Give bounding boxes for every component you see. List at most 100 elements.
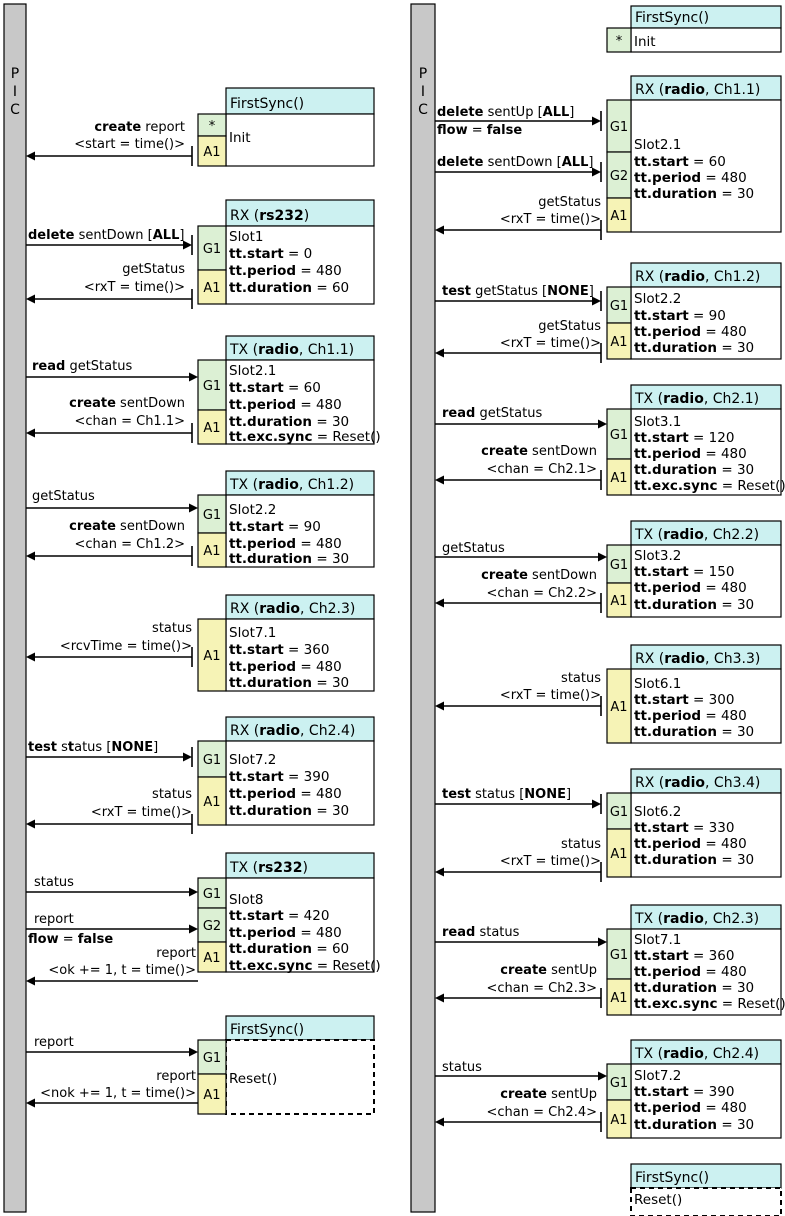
box-line: tt.period = 480 bbox=[634, 170, 747, 186]
arrow-label: read getStatus bbox=[442, 406, 542, 421]
box-line-part: tt.period bbox=[229, 397, 296, 413]
arrow-label-part: read bbox=[442, 406, 475, 421]
box-line: tt.start = 0 bbox=[229, 246, 312, 262]
box-body bbox=[630, 792, 782, 878]
box-line-part: = 480 bbox=[701, 964, 747, 980]
arrow-label-part: <rcvTime = time()> bbox=[60, 639, 192, 654]
box-title-part: , Ch1.2) bbox=[705, 269, 760, 285]
box-line-part: tt.start bbox=[229, 908, 284, 924]
arrow-label-part: t bbox=[68, 740, 74, 755]
arrow-label-part: read bbox=[32, 359, 65, 374]
guard-cell-a1 bbox=[606, 322, 632, 360]
box-line: Init bbox=[634, 34, 656, 50]
box-line-part: tt.exc.sync bbox=[634, 996, 717, 1012]
box-title-part: radio bbox=[663, 1046, 704, 1062]
box-line-part: Init bbox=[634, 34, 656, 50]
message-arrow: status<rcvTime = time()> bbox=[26, 621, 193, 667]
arrow-label-part: s bbox=[57, 740, 68, 755]
arrow-label-part: create bbox=[481, 444, 528, 459]
box-line-part: = 330 bbox=[689, 820, 735, 836]
box-line-part: tt.duration bbox=[634, 724, 717, 740]
box-title-part: rs232 bbox=[259, 208, 303, 224]
box-title-part: FirstSync() bbox=[230, 96, 304, 112]
box-line: tt.duration = 30 bbox=[634, 852, 754, 868]
message-arrow: getStatus bbox=[26, 489, 198, 513]
box-body bbox=[225, 877, 375, 973]
arrow-label-part: = bbox=[59, 932, 78, 947]
box-title: RX (radio, Ch1.1) bbox=[635, 82, 760, 98]
arrow-label: test getStatus [NONE] bbox=[442, 284, 594, 299]
box-line-part: Slot7.1 bbox=[634, 932, 681, 948]
arrow-head bbox=[598, 552, 607, 562]
box-line-part: = 120 bbox=[689, 430, 735, 446]
box-line: tt.period = 480 bbox=[634, 446, 747, 462]
box-title-part: FirstSync() bbox=[230, 1022, 304, 1038]
arrow-label-part: flow bbox=[28, 932, 59, 947]
box-body bbox=[225, 113, 375, 167]
arrow-head bbox=[592, 167, 601, 177]
box-line-part: tt.start bbox=[634, 820, 689, 836]
arrow-label-part: create bbox=[500, 963, 547, 978]
box-title-part: radio bbox=[664, 775, 705, 791]
guard-cell-g1 bbox=[606, 792, 632, 830]
arrow-label: create report bbox=[94, 120, 185, 135]
box-line-part: tt.start bbox=[634, 1084, 689, 1100]
box-line: tt.period = 480 bbox=[229, 659, 342, 675]
guard-cell-label: A1 bbox=[203, 951, 220, 966]
box-line: tt.start = 360 bbox=[634, 948, 734, 964]
box-line-part: Slot6.2 bbox=[634, 804, 681, 820]
box-title-part: RX ( bbox=[635, 775, 664, 791]
box-header bbox=[225, 716, 375, 742]
arrow-label-part: <chan = Ch1.2> bbox=[74, 537, 185, 552]
box-line-part: = 480 bbox=[701, 1100, 747, 1116]
message-arrow: create sentDown<chan = Ch1.2> bbox=[26, 519, 193, 566]
guard-cell-a1 bbox=[606, 978, 632, 1016]
guard-cell-label: * bbox=[209, 119, 216, 134]
box-header bbox=[225, 594, 375, 620]
box-line-part: tt.duration bbox=[229, 675, 312, 691]
box-line: Slot2.1 bbox=[229, 363, 276, 379]
guard-cell-a1 bbox=[606, 197, 632, 233]
arrow-label-part: <start = time()> bbox=[74, 137, 185, 152]
box-line-part: tt.duration bbox=[229, 280, 312, 296]
box-title-part: RX ( bbox=[230, 208, 259, 224]
guard-cell-label: A1 bbox=[610, 700, 627, 715]
box-line-part: = 60 bbox=[689, 154, 726, 170]
arrow-label: <rxT = time()> bbox=[500, 212, 601, 227]
arrow-label: read getStatus bbox=[32, 359, 132, 374]
guard-cell-a1 bbox=[197, 532, 227, 568]
message-arrow: status bbox=[435, 1060, 607, 1081]
message-arrow: create sentUp<chan = Ch2.3> bbox=[435, 963, 602, 1008]
box-title-part: , Ch2.3) bbox=[704, 911, 759, 927]
box-title-part: RX ( bbox=[635, 269, 664, 285]
box-title-part: RX ( bbox=[230, 723, 259, 739]
box-line-part: tt.start bbox=[229, 519, 284, 535]
box-line-part: tt.duration bbox=[229, 803, 312, 819]
arrow-head bbox=[598, 1071, 607, 1081]
box-title-part: radio bbox=[663, 391, 704, 407]
guard-cell-a1 bbox=[197, 269, 227, 305]
box-line-part: Slot6.1 bbox=[634, 676, 681, 692]
box-title-part: , Ch2.4) bbox=[704, 1046, 759, 1062]
guard-cell-label: A1 bbox=[203, 421, 220, 436]
arrow-label-part: sentUp bbox=[547, 1087, 597, 1102]
box-line-part: tt.period bbox=[229, 263, 296, 279]
message-arrow: read status bbox=[435, 925, 607, 947]
box-title-part: FirstSync() bbox=[635, 10, 709, 26]
box-line-part: = 480 bbox=[296, 925, 342, 941]
arrow-label-part: sentDown [ bbox=[483, 155, 561, 170]
message-arrow: read getStatus bbox=[26, 359, 198, 382]
guard-cell-a1 bbox=[197, 135, 227, 167]
arrow-label: delete sentDown [ALL] bbox=[437, 155, 593, 170]
message-arrow: create sentUp<chan = Ch2.4> bbox=[435, 1087, 602, 1132]
box-line-part: = 390 bbox=[284, 769, 330, 785]
message-arrow: read getStatus bbox=[435, 406, 607, 429]
state-box: FirstSync()*Init bbox=[606, 5, 782, 53]
box-line-part: tt.start bbox=[229, 769, 284, 785]
box-line-part: = Reset() bbox=[717, 996, 785, 1012]
box-line: tt.duration = 30 bbox=[634, 1117, 754, 1133]
box-body bbox=[630, 1063, 782, 1139]
arrow-head bbox=[26, 151, 35, 161]
guard-cell-label: G1 bbox=[203, 1051, 221, 1066]
